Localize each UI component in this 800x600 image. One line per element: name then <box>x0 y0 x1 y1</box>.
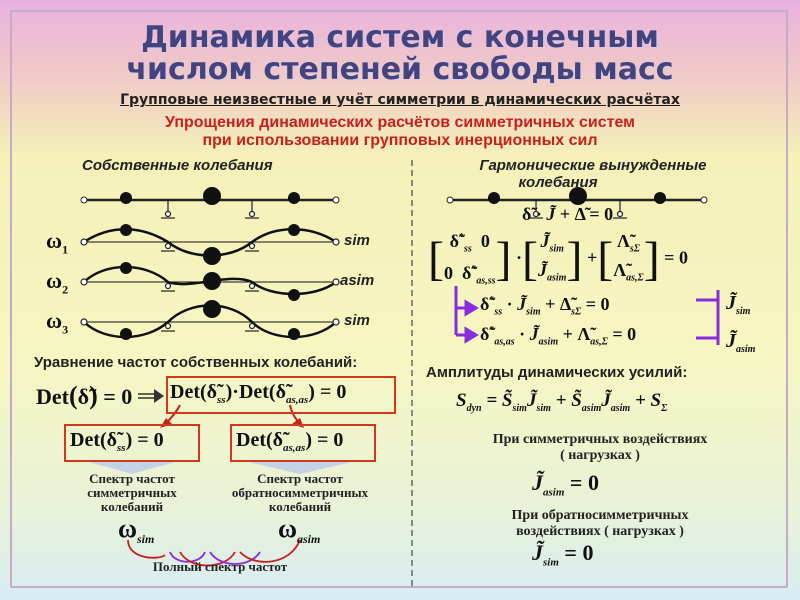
det-sym: Det(δ̃ss) = 0 <box>70 429 164 454</box>
sym-load-caption: При симметричных воздействиях( нагрузках… <box>492 432 708 463</box>
title-line-2: числом степеней свободы масс <box>126 52 674 87</box>
mode-label-2: asim <box>340 272 375 289</box>
topic-line-1: Упрощения динамических расчётов симметри… <box>164 114 636 131</box>
eq-amplitudes: Sdyn = S̃simJ̃sim + S̃asimJ̃asim + SΣ <box>456 390 668 414</box>
result-j-asim: J̃asim <box>726 330 756 355</box>
eq-j-asim-zero: J̃asim = 0 <box>532 470 599 499</box>
omega-asim: ωasim <box>278 514 321 547</box>
full-spectrum: Полный спектр частот <box>152 559 288 574</box>
amplitudes-title: Амплитуды динамических усилий: <box>426 364 688 381</box>
omega-3: ω3 <box>46 308 69 337</box>
mode-label-3: sim <box>344 312 370 329</box>
topic-line-2: при использовании групповых инерционных … <box>202 132 598 149</box>
left-beam <box>80 187 340 219</box>
eq-sym: δ̃*ss · J̃sim + Δ̃sΣ = 0 <box>480 294 610 318</box>
det-asym-box <box>230 424 376 462</box>
omega-1: ω1 <box>46 228 69 257</box>
title-line-1: Динамика систем с конечным <box>141 20 659 55</box>
eq-asym: δ̃*as,as · J̃asim + Λ̃as,Σ = 0 <box>480 324 637 348</box>
slide-frame <box>10 10 788 588</box>
freq-equation-title: Уравнение частот собственных колебаний: <box>34 354 358 371</box>
det-sym-box <box>64 424 200 462</box>
det-product: Det(δ̃ss)·Det(δ̃as,as) = 0 <box>170 381 347 406</box>
det-product-box <box>166 376 396 414</box>
omega-sim: ωsim <box>118 514 155 547</box>
det-equation-full: Det(δ̃) = 0 <box>36 381 133 410</box>
eq-main: δ̃ · J̃ + Δ̃ = 0 <box>522 204 614 224</box>
omega-2: ω2 <box>46 268 69 297</box>
right-heading-line-2: колебания <box>518 174 598 191</box>
right-heading-line-1: Гармонические вынужденные <box>479 157 707 174</box>
right-beam <box>446 187 708 219</box>
subtitle: Групповые неизвестные и учёт симметрии в… <box>120 92 680 108</box>
mode-label-1: sim <box>344 232 370 249</box>
result-j-sim: J̃sim <box>726 292 751 317</box>
eq-j-sim-zero: J̃sim = 0 <box>532 540 594 569</box>
det-asym: Det(δ̃as,as) = 0 <box>236 429 344 454</box>
left-heading: Собственные колебания <box>82 157 273 174</box>
